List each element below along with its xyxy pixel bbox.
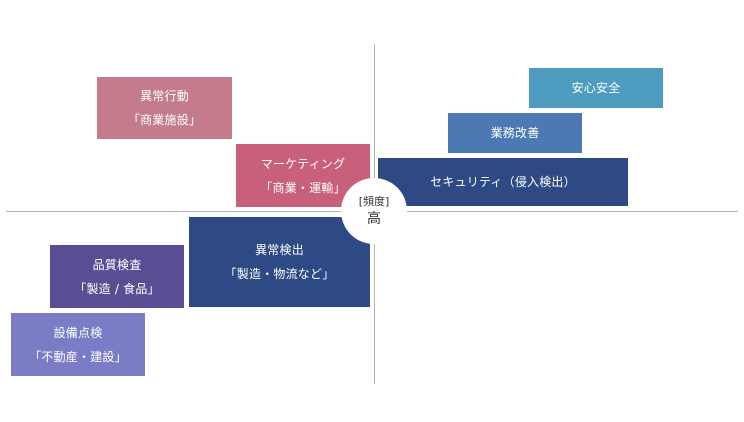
box-security: セキュリティ（侵入検出） xyxy=(378,158,628,206)
box-line1: 品質検査 xyxy=(92,257,142,272)
box-line1: 異常行動 xyxy=(140,89,189,103)
frequency-label: [頻度] xyxy=(358,195,390,208)
box-quality-inspection: 品質検査 「製造 / 食品」 xyxy=(50,245,184,308)
box-line1: 安心安全 xyxy=(571,81,621,95)
box-anomaly-detection: 異常検出 「製造・物流など」 xyxy=(189,217,370,307)
box-line2: 「不動産・建設」 xyxy=(29,349,127,364)
box-facility-inspection: 設備点検 「不動産・建設」 xyxy=(11,313,145,376)
box-line2: 「商業・運輸」 xyxy=(260,180,346,195)
box-marketing: マーケティング 「商業・運輸」 xyxy=(236,144,370,207)
box-line1: 異常検出 xyxy=(255,243,304,257)
box-line1: 設備点検 xyxy=(53,325,103,340)
box-safety: 安心安全 xyxy=(529,68,663,108)
box-line2: 「商業施設」 xyxy=(127,113,202,127)
box-line1: 業務改善 xyxy=(490,126,540,140)
box-business-improvement: 業務改善 xyxy=(448,113,582,153)
box-abnormal-behavior: 異常行動 「商業施設」 xyxy=(97,77,232,139)
box-line2: 「製造 / 食品」 xyxy=(74,281,160,296)
box-line1: マーケティング xyxy=(260,156,346,171)
frequency-value: 高 xyxy=(367,211,381,227)
box-line1: セキュリティ（侵入検出） xyxy=(430,175,576,189)
box-line2: 「製造・物流など」 xyxy=(224,267,335,281)
frequency-badge: [頻度] 高 xyxy=(341,178,407,244)
